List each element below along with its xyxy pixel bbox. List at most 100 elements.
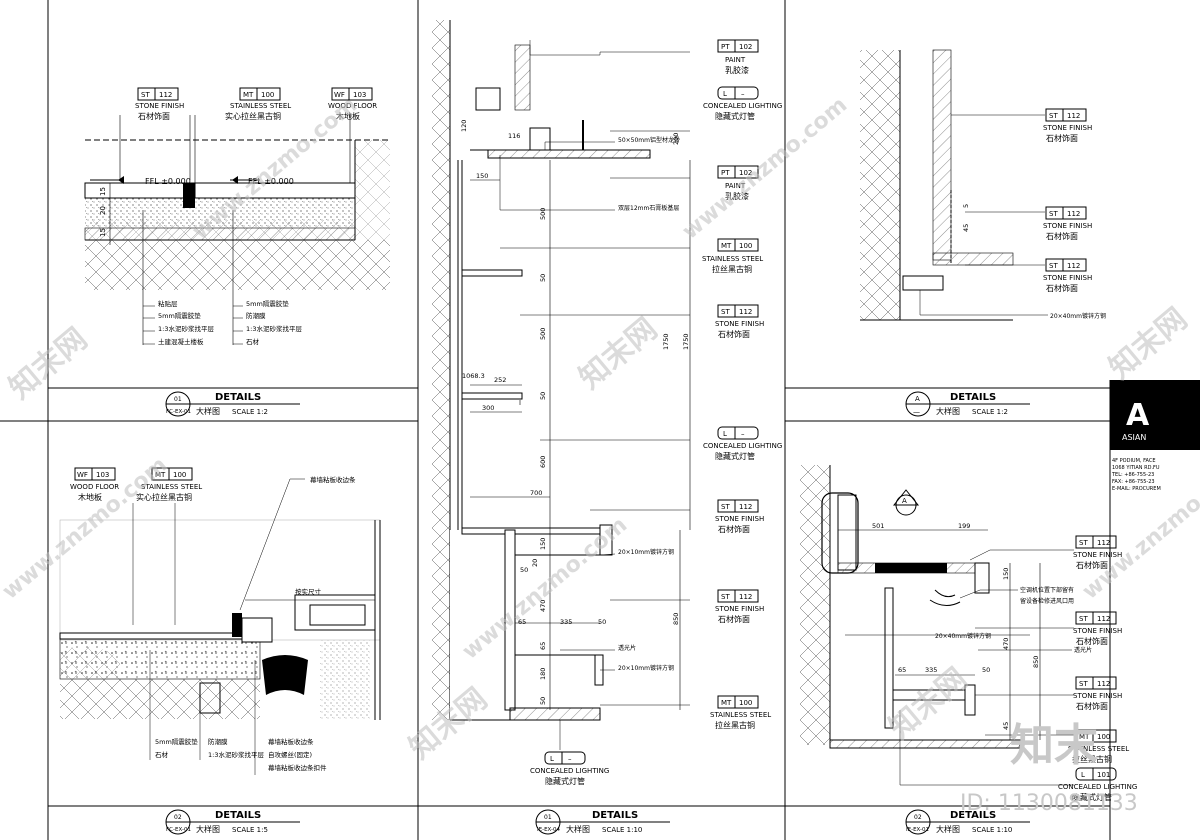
address-lines: 4F PODIUM, FACE 1068 YITIAN RD.FU TEL: +… [1111, 458, 1161, 492]
svg-text:ST: ST [1049, 112, 1058, 120]
svg-text:102: 102 [739, 169, 752, 177]
dim-label: 15 [99, 187, 107, 196]
svg-text:SCALE 1:10: SCALE 1:10 [602, 826, 642, 834]
svg-text:石材饰面: 石材饰面 [1046, 231, 1078, 241]
svg-text:ST: ST [721, 308, 730, 316]
svg-text:102: 102 [739, 43, 752, 51]
svg-text:180: 180 [539, 668, 547, 680]
svg-text:112: 112 [159, 91, 172, 99]
svg-text:4F PODIUM, FACE: 4F PODIUM, FACE [1112, 458, 1155, 464]
svg-text:FC-EX-01: FC-EX-01 [166, 409, 191, 415]
svg-text:MT: MT [155, 471, 166, 479]
tag-stainless-steel-3: MT 100 STAINLESS STEEL 拉丝黑古铜 [702, 238, 763, 274]
svg-text:隐藏式灯管: 隐藏式灯管 [715, 451, 755, 461]
svg-text:IE-EX-04: IE-EX-04 [537, 827, 561, 833]
panel-1-title: 01 FC-EX-01 DETAILS 大样图 SCALE 1:2 [165, 391, 300, 417]
svg-text:MT: MT [243, 91, 254, 99]
dim-label: 45 [962, 224, 970, 232]
svg-text:470: 470 [1002, 638, 1010, 650]
title-block: A ASIAN 4F PODIUM, FACE 1068 YITIAN RD.F… [1110, 380, 1200, 492]
svg-text:50: 50 [520, 566, 528, 574]
svg-text:PAINT: PAINT [725, 182, 746, 190]
svg-text:—: — [913, 408, 920, 416]
svg-text:A: A [915, 395, 920, 403]
svg-text:850: 850 [672, 613, 680, 625]
svg-text:101: 101 [1097, 771, 1110, 779]
tag-stone-finish-3b: ST 112 STONE FINISH 石材饰面 [715, 499, 764, 534]
svg-text:1068.3: 1068.3 [462, 372, 485, 380]
svg-text:ST: ST [1049, 262, 1058, 270]
brand-name: ASIAN [1122, 433, 1146, 442]
svg-text:112: 112 [739, 593, 752, 601]
panel-4-corner-detail: 5 45 20×40mm镀锌方钢 ST 112 STONE FINISH 石材饰… [860, 49, 1106, 417]
svg-text:木地板: 木地板 [78, 492, 102, 502]
tag-stainless-steel-3b: MT 100 STAINLESS STEEL 拉丝黑古铜 [710, 695, 771, 730]
svg-text:STAINLESS STEEL: STAINLESS STEEL [230, 102, 291, 110]
svg-text:–: – [568, 755, 572, 763]
svg-text:600: 600 [539, 456, 547, 468]
svg-text:石材饰面: 石材饰面 [718, 614, 750, 624]
sheet-grid [0, 0, 1111, 840]
svg-text:50: 50 [982, 666, 990, 674]
svg-text:SCALE 1:2: SCALE 1:2 [972, 408, 1008, 416]
svg-text:STONE FINISH: STONE FINISH [1073, 627, 1122, 635]
svg-text:112: 112 [1067, 210, 1080, 218]
svg-text:199: 199 [958, 522, 970, 530]
watermark: 知末网 [883, 661, 974, 746]
svg-text:MT: MT [1079, 733, 1090, 741]
tag-concealed-lighting-3: L – CONCEALED LIGHTING 隐藏式灯管 [530, 751, 609, 786]
svg-text:02: 02 [174, 814, 182, 821]
layer-note: 防潮膜 [246, 311, 266, 320]
svg-text:20×10mm镀锌方钢: 20×10mm镀锌方钢 [618, 664, 674, 672]
svg-text:112: 112 [739, 503, 752, 511]
svg-text:–: – [741, 90, 745, 98]
svg-text:STONE FINISH: STONE FINISH [1043, 124, 1092, 132]
panel-1-floor-detail: FFL ±0.000 FFL ±0.000 15 20 15 粘贴层 5mm隔震… [84, 87, 390, 417]
svg-text:拉丝黑古铜: 拉丝黑古铜 [1072, 754, 1112, 764]
svg-text:空调机位置下部留有: 空调机位置下部留有 [1020, 586, 1074, 594]
svg-text:透光片: 透光片 [1074, 646, 1092, 654]
tag-stone-finish-4c: ST 112 STONE FINISH 石材饰面 [1043, 258, 1092, 293]
svg-text:石材饰面: 石材饰面 [1046, 283, 1078, 293]
svg-text:ST: ST [1079, 680, 1088, 688]
svg-text:STAINLESS STEEL: STAINLESS STEEL [141, 483, 202, 491]
svg-text:石材饰面: 石材饰面 [1076, 636, 1108, 646]
svg-text:WOOD FLOOR: WOOD FLOOR [328, 102, 377, 110]
svg-text:02: 02 [914, 814, 922, 821]
svg-text:WF: WF [77, 471, 88, 479]
tag-stainless-steel-2: MT 100 STAINLESS STEEL 实心拉丝黑古铜 [136, 467, 202, 502]
svg-text:50: 50 [539, 697, 547, 705]
layer-note: 土建混凝土楼板 [158, 337, 204, 346]
svg-text:112: 112 [1067, 112, 1080, 120]
svg-text:252: 252 [494, 376, 506, 384]
watermark: 知末网 [1103, 301, 1194, 386]
svg-text:DETAILS: DETAILS [215, 810, 261, 821]
svg-text:501: 501 [872, 522, 884, 530]
tag-paint-1: PT 102 PAINT 乳胶漆 [717, 39, 759, 75]
svg-text:1750: 1750 [662, 333, 670, 350]
svg-text:100: 100 [1097, 733, 1110, 741]
tag-concealed-lighting-2: L – CONCEALED LIGHTING 隐藏式灯管 [703, 426, 782, 461]
svg-text:E-MAIL: PROCUREM: E-MAIL: PROCUREM [1112, 486, 1161, 492]
svg-text:112: 112 [1097, 615, 1110, 623]
svg-text:大样图: 大样图 [936, 406, 960, 416]
svg-text:116: 116 [508, 132, 520, 140]
svg-text:103: 103 [96, 471, 109, 479]
svg-text:石材饰面: 石材饰面 [1076, 701, 1108, 711]
svg-text:石材饰面: 石材饰面 [1046, 133, 1078, 143]
panel-5-wall-section: 501 199 150 470 850 65 335 50 45 A 空调机位置… [800, 465, 1137, 835]
top-note: 幕墙粘板收边条 [310, 475, 356, 484]
svg-text:CONCEALED LIGHTING: CONCEALED LIGHTING [703, 442, 782, 450]
svg-text:50: 50 [598, 618, 606, 626]
layer-note: 1:3水泥砂浆找平层 [208, 750, 264, 759]
svg-text:01: 01 [544, 814, 552, 821]
watermark: www.znzmo.com [678, 93, 852, 245]
svg-text:112: 112 [739, 308, 752, 316]
svg-text:200: 200 [672, 133, 680, 145]
svg-text:ST: ST [721, 593, 730, 601]
svg-text:150: 150 [539, 538, 547, 550]
svg-text:20: 20 [531, 559, 539, 567]
svg-text:A: A [902, 497, 907, 505]
svg-text:隐藏式灯管: 隐藏式灯管 [1072, 792, 1112, 802]
layer-note: 粘贴层 [158, 299, 178, 308]
